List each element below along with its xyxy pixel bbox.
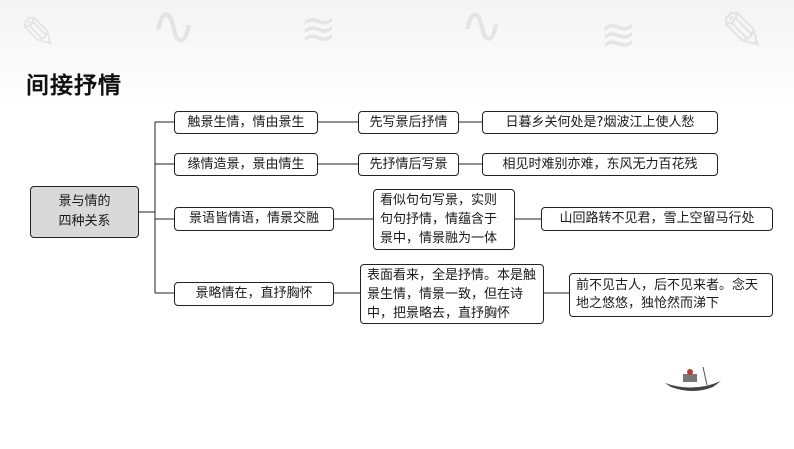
method-box-2: 先抒情后写景 [358,153,459,176]
decor-glyph: ✎ [20,8,57,59]
root-line-2: 四种关系 [58,214,111,229]
root-node: 景与情的 四种关系 [30,186,139,238]
relation-label-3: 景语皆情语，情景交融 [174,207,334,231]
example-box-3: 山回路转不见君，雪上空留马行处 [541,207,773,231]
decor-glyph: ≋ [600,10,637,61]
boat-illustration [665,366,721,391]
example-box-4: 前不见古人，后不见来者。念天地之悠悠，独怆然而涕下 [569,273,773,317]
method-box-1: 先写景后抒情 [358,111,459,134]
decor-glyph: ∿ [150,0,197,59]
relation-label-1: 触景生情，情由景生 [174,111,318,134]
relation-label-2: 缘情造景，景由情生 [174,153,318,176]
method-box-4: 表面看来，全是抒情。本是触景生情，情景一致，但在诗中，把景略去，直抒胸怀 [360,264,544,324]
example-box-1: 日暮乡关何处是?烟波江上使人愁 [482,111,718,134]
page-title: 间接抒情 [26,73,122,99]
relation-label-4: 景略情在，直抒胸怀 [174,282,334,306]
root-line-1: 景与情的 [58,194,111,209]
example-box-2: 相见时难别亦难，东风无力百花残 [482,153,718,176]
decor-glyph: ≋ [300,4,337,55]
calligraphy-background: ✎ ∿ ≋ ∿ ≋ ✎ [0,0,794,110]
decor-glyph: ∿ [460,0,504,56]
method-box-3: 看似句句写景，实则句句抒情，情蕴含于景中，情景融为一体 [373,189,515,250]
decor-glyph: ✎ [720,0,766,63]
